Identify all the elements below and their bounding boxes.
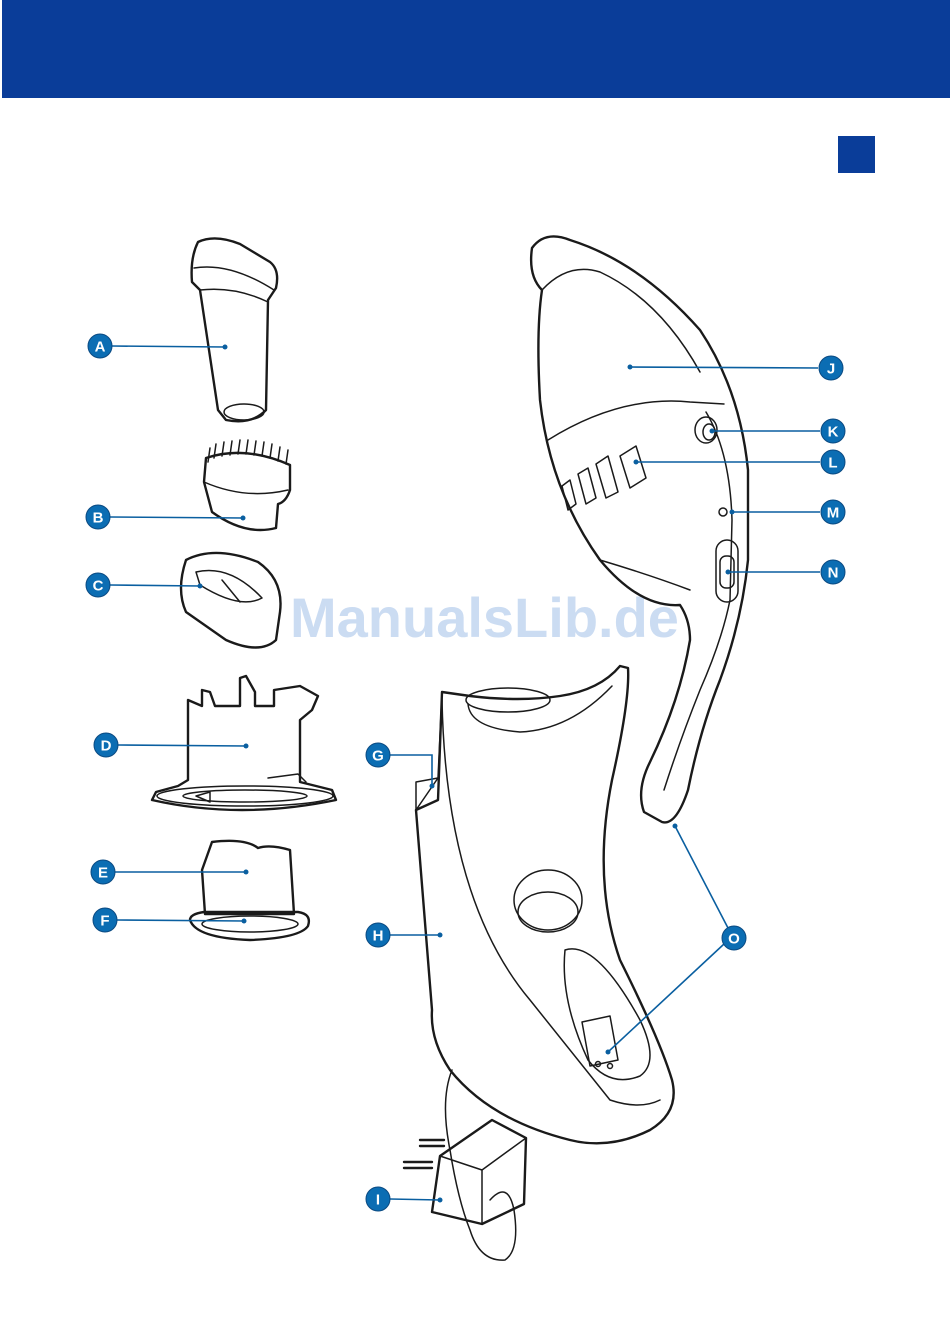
callout-g: G xyxy=(366,743,390,767)
part-b-brush-nozzle xyxy=(204,440,290,530)
callout-j: J xyxy=(819,356,843,380)
callout-f: F xyxy=(93,908,117,932)
callout-c-label: C xyxy=(93,578,104,595)
callout-n-label: N xyxy=(828,565,839,582)
callout-h-label: H xyxy=(373,928,384,945)
callout-a: A xyxy=(88,334,112,358)
callout-f-label: F xyxy=(100,913,109,930)
callout-g-label: G xyxy=(372,748,384,765)
callout-m-label: M xyxy=(827,505,840,522)
callout-k: K xyxy=(821,419,845,443)
part-e-filter xyxy=(202,841,294,914)
callout-d-label: D xyxy=(101,738,112,755)
callout-i: I xyxy=(366,1187,390,1211)
callout-h: H xyxy=(366,923,390,947)
callout-e: E xyxy=(91,860,115,884)
part-a-crevice-nozzle xyxy=(192,238,278,421)
part-f-filter-rim xyxy=(190,912,309,940)
callout-d: D xyxy=(94,733,118,757)
callout-a-label: A xyxy=(95,339,106,356)
callout-e-label: E xyxy=(98,865,108,882)
callout-leaders xyxy=(110,345,820,1203)
part-i-adapter xyxy=(404,1070,526,1260)
callout-n: N xyxy=(821,560,845,584)
callout-o: O xyxy=(722,926,746,950)
callout-c: C xyxy=(86,573,110,597)
part-j-handheld-body xyxy=(531,236,748,822)
callout-l-label: L xyxy=(828,455,837,472)
callout-i-label: I xyxy=(376,1192,380,1209)
callout-k-label: K xyxy=(828,424,839,441)
callout-b-label: B xyxy=(93,510,104,527)
part-h-charging-base xyxy=(416,666,674,1143)
callout-m: M xyxy=(821,500,845,524)
part-d-filter-holder xyxy=(152,676,336,810)
callout-l: L xyxy=(821,450,845,474)
callout-o-label: O xyxy=(728,931,740,948)
part-c-upholstery-nozzle xyxy=(181,553,281,648)
callout-j-label: J xyxy=(827,361,835,378)
callout-b: B xyxy=(86,505,110,529)
